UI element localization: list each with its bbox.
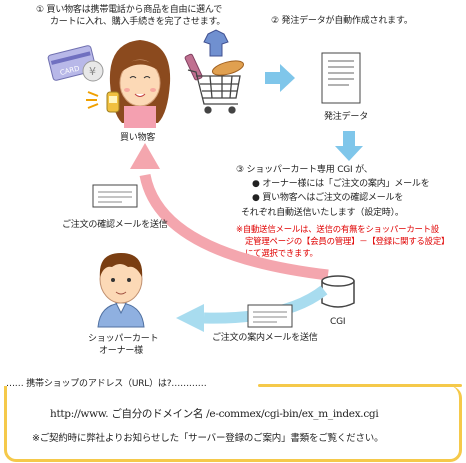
address-heading: …… 携帯ショップのアドレス（URL）は?………… bbox=[6, 379, 207, 389]
arrow-confirm-mail-pink bbox=[100, 135, 330, 285]
shopper-woman-icon bbox=[106, 40, 171, 128]
bread-icon bbox=[211, 60, 245, 76]
confirm-mail-label: ご注文の確認メールを送信 bbox=[62, 220, 168, 230]
order-data-label: 発注データ bbox=[324, 112, 369, 122]
notice-mail-envelope-icon bbox=[247, 304, 293, 328]
confirm-mail-envelope-icon bbox=[92, 184, 138, 208]
step3-line4: それぞれ自動送信いたします（設定時）。 bbox=[241, 208, 404, 218]
arrow-right-blue bbox=[265, 64, 295, 92]
shopping-cart-icon bbox=[187, 69, 241, 114]
step3-bullet1: ● オーナー様には「ご注文の案内」メールを bbox=[252, 179, 430, 189]
bottle-icon bbox=[184, 53, 203, 81]
step1-line2: カートに入れ、購入手続きを完了させます。 bbox=[50, 17, 226, 27]
order-data-document-icon bbox=[321, 52, 361, 104]
phone-ring-icon bbox=[86, 91, 99, 109]
step1-line1: ① 買い物客は携帯電話から商品を自由に選んで bbox=[36, 5, 223, 15]
step3-bullet2: ● 買い物客へはご注文の確認メールを bbox=[252, 193, 404, 203]
address-frame-top bbox=[258, 384, 462, 387]
arrow-down-blue bbox=[335, 131, 363, 161]
address-notice: ※ご契約時に弊社よりお知らせした「サーバー登録のご案内」書類をご覧ください。 bbox=[32, 433, 384, 444]
clothes-icon bbox=[203, 29, 229, 57]
step2-text: ② 発注データが自動作成されます。 bbox=[271, 16, 413, 26]
yen-coin-icon: ¥ bbox=[82, 60, 104, 82]
address-url: http://www. ご自分のドメイン名 /e-commex/cgi-bin/… bbox=[50, 408, 379, 420]
shopper-label: 買い物客 bbox=[120, 133, 156, 143]
svg-text:¥: ¥ bbox=[89, 65, 96, 78]
notice-mail-label: ご注文の案内メールを送信 bbox=[212, 333, 318, 343]
note-line2: 定管理ページの【会員の管理】－【登録に関する設定】 bbox=[245, 236, 450, 246]
cgi-database-icon bbox=[320, 274, 356, 310]
note-line1: ※自動送信メールは、送信の有無をショッパーカート設 bbox=[236, 224, 440, 234]
cgi-label: CGI bbox=[330, 317, 346, 327]
address-frame bbox=[4, 386, 462, 462]
owner-man-icon bbox=[88, 247, 154, 328]
note-line3: にて選択できます。 bbox=[245, 248, 318, 258]
owner-label-line1: ショッパーカート bbox=[88, 334, 159, 344]
owner-label-line2: オーナー様 bbox=[98, 346, 143, 356]
step3-line1: ③ ショッパーカート専用 CGI が、 bbox=[236, 165, 373, 175]
shopper-illustration: CARD ¥ bbox=[40, 28, 245, 128]
